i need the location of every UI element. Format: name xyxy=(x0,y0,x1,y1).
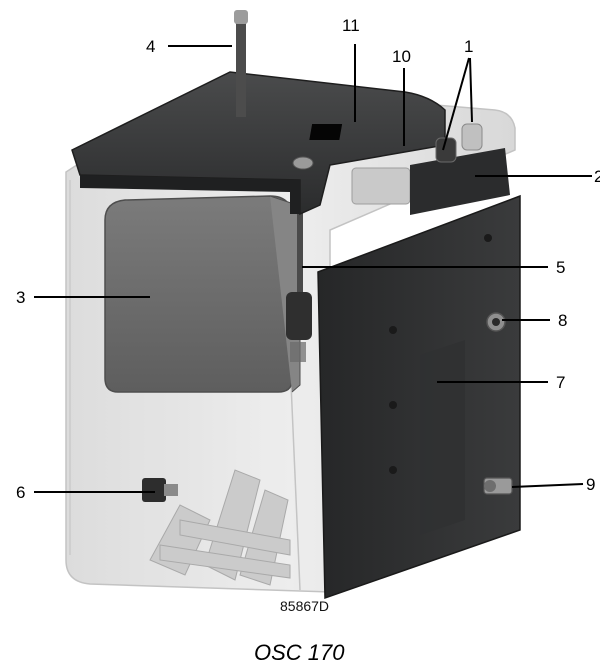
inner-tank xyxy=(104,195,301,393)
callout-7: 7 xyxy=(556,373,565,392)
figure-caption: OSC 170 xyxy=(254,640,345,665)
lid xyxy=(71,71,446,216)
lid-opening xyxy=(309,124,343,140)
callout-8: 8 xyxy=(558,311,567,330)
callout-1: 1 xyxy=(464,37,473,56)
callout-10: 10 xyxy=(392,47,411,66)
callout-11: 11 xyxy=(342,16,360,35)
label-strip xyxy=(351,167,411,205)
top-right-compartment xyxy=(410,123,510,215)
callout-9: 9 xyxy=(586,475,595,494)
outlet-fitting-lower xyxy=(483,477,513,495)
callout-2: 2 xyxy=(594,167,600,186)
leader-lines xyxy=(34,44,592,493)
filter-elements xyxy=(149,469,291,586)
reference-code: 85867D xyxy=(280,598,329,614)
tube-assembly xyxy=(286,196,312,362)
callout-6: 6 xyxy=(16,483,25,502)
front-panel xyxy=(317,194,521,600)
outlet-fitting-upper xyxy=(486,312,506,332)
callout-3: 3 xyxy=(16,288,25,307)
callout-5: 5 xyxy=(556,258,565,277)
callout-labels: 4 11 10 1 2 3 5 8 7 6 9 xyxy=(16,16,600,502)
inlet-pipe xyxy=(234,10,248,117)
drain-valve xyxy=(142,478,178,502)
callout-4: 4 xyxy=(146,37,155,56)
